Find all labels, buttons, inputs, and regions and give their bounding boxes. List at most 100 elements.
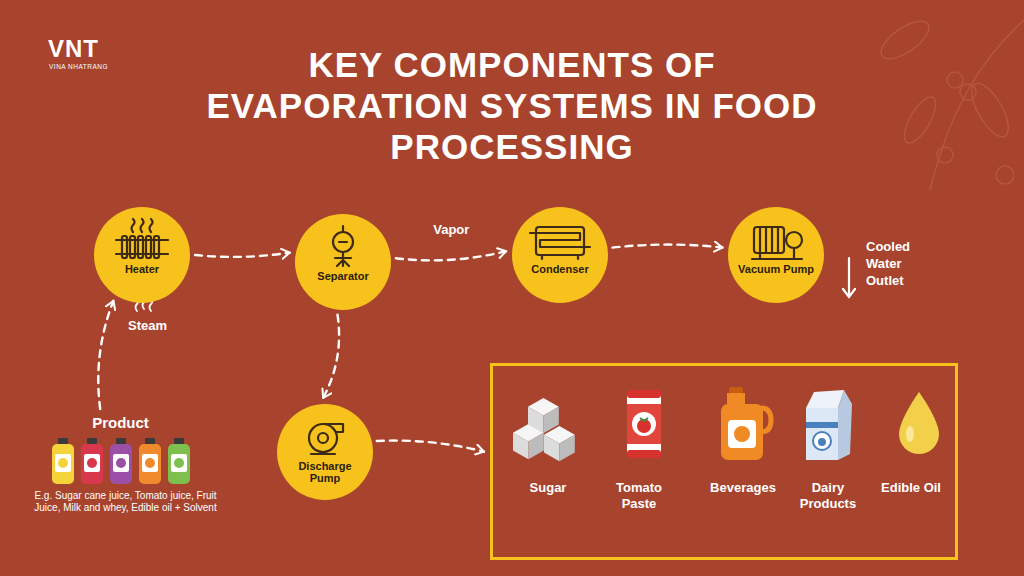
drawing-polygon bbox=[544, 435, 559, 461]
discharge-pump-circle: Discharge Pump bbox=[277, 404, 373, 500]
product-icon bbox=[603, 384, 683, 464]
drawing-rect bbox=[138, 236, 143, 258]
logo-wordmark: VNT bbox=[48, 36, 99, 62]
product-name: Edible Oil bbox=[879, 480, 943, 496]
drawing-circle bbox=[145, 458, 155, 468]
drawing-path bbox=[542, 255, 578, 259]
drawing-rect bbox=[171, 454, 187, 472]
drawing-path bbox=[760, 227, 778, 253]
drawing-rect bbox=[154, 236, 159, 258]
drawing-circle bbox=[637, 419, 651, 433]
drawing-rect bbox=[168, 444, 190, 484]
drawing-circle bbox=[116, 458, 126, 468]
group-description: E.g. Sugar cane juice, Tomato juice, Fru… bbox=[28, 486, 223, 514]
flow-arrow bbox=[613, 245, 723, 248]
product-item: Dairy Products bbox=[787, 384, 869, 512]
drawing-rect bbox=[139, 444, 161, 484]
drawing-circle bbox=[318, 433, 328, 443]
berry bbox=[996, 166, 1014, 184]
outlet-label: Cooled Water Outlet bbox=[866, 238, 926, 289]
circle-shape bbox=[277, 404, 373, 500]
drawing-polygon bbox=[806, 390, 844, 408]
drawing-rect bbox=[116, 438, 126, 444]
drawing-rect bbox=[729, 387, 743, 394]
drawing-path bbox=[323, 424, 343, 432]
drawing-path bbox=[752, 248, 802, 259]
drawing-rect bbox=[58, 438, 68, 444]
separator-circle: Separator bbox=[295, 214, 391, 310]
group-heading: Product bbox=[18, 414, 223, 432]
drawing-circle bbox=[309, 424, 337, 452]
drawing-g bbox=[333, 226, 353, 266]
drawing-rect bbox=[110, 444, 132, 484]
product-name: Tomato Paste bbox=[603, 480, 675, 512]
circle-shape bbox=[94, 207, 190, 303]
drawing-rect bbox=[113, 454, 129, 472]
drawing-rect bbox=[627, 450, 661, 458]
drawing-polygon bbox=[528, 433, 543, 459]
leaf bbox=[875, 14, 935, 66]
product-box: Sugar Tomato Paste BeveragesDairy Products… bbox=[490, 363, 958, 560]
drawing-circle bbox=[333, 232, 353, 252]
drawing-circle bbox=[728, 207, 824, 303]
edge-label: Vapor bbox=[430, 222, 472, 238]
leaf bbox=[898, 92, 941, 147]
drawing-path bbox=[899, 392, 939, 454]
product-item: Tomato Paste bbox=[603, 384, 675, 512]
drawing-circle bbox=[813, 432, 831, 450]
drawing-rect bbox=[52, 444, 74, 484]
outlet-arrow bbox=[843, 258, 855, 297]
flow-arrow bbox=[98, 301, 113, 409]
drawing-rect bbox=[81, 444, 103, 484]
drawing-circle bbox=[512, 207, 608, 303]
title: KEY COMPONENTS OF EVAPORATION SYSTEMS IN… bbox=[202, 44, 822, 167]
flow-arrow bbox=[323, 315, 339, 398]
drawing-path bbox=[335, 226, 351, 266]
drawing-rect bbox=[728, 420, 756, 448]
product-name: Sugar bbox=[506, 480, 590, 496]
drawing-polygon bbox=[513, 433, 528, 459]
berry bbox=[937, 147, 953, 163]
product-name: Beverages bbox=[697, 480, 789, 496]
drawing-g bbox=[309, 424, 343, 454]
drawing-path bbox=[339, 241, 347, 243]
drawing-circle bbox=[87, 458, 97, 468]
coffee-branch bbox=[875, 14, 1024, 190]
product-name: Dairy Products bbox=[787, 480, 869, 512]
drawing-polygon bbox=[528, 407, 543, 433]
berry bbox=[960, 84, 976, 100]
berry bbox=[947, 72, 963, 88]
drawing-rect bbox=[627, 404, 661, 444]
product-item: Beverages bbox=[697, 384, 789, 496]
drawing-rect bbox=[627, 390, 661, 398]
branch-stem bbox=[930, 20, 1024, 190]
logo-subtitle: VINA NHATRANG bbox=[49, 63, 108, 71]
heater-circle: Heater bbox=[94, 207, 190, 303]
drawing-path bbox=[784, 239, 786, 241]
product-icon bbox=[788, 384, 868, 464]
drawing-circle bbox=[786, 232, 802, 248]
flow-arrow bbox=[377, 441, 484, 452]
drawing-ellipse bbox=[906, 426, 914, 442]
drawing-polygon bbox=[543, 407, 558, 433]
drawing-g bbox=[544, 426, 575, 461]
drawing-rect bbox=[806, 408, 838, 460]
drawing-path bbox=[640, 418, 648, 421]
drawing-rect bbox=[122, 236, 127, 258]
component-name: Heater bbox=[94, 263, 190, 275]
drawing-g bbox=[528, 398, 559, 433]
drawing-g bbox=[116, 219, 168, 258]
component-name: Discharge Pump bbox=[277, 460, 373, 484]
product-item: Sugar bbox=[506, 384, 590, 496]
drawing-circle bbox=[277, 404, 373, 500]
bottle-row bbox=[48, 436, 198, 486]
drawing-circle bbox=[58, 458, 68, 468]
drawing-rect bbox=[55, 454, 71, 472]
drawing-circle bbox=[734, 426, 750, 442]
outlet-head bbox=[843, 289, 855, 297]
drawing-rect bbox=[84, 454, 100, 472]
drawing-rect bbox=[130, 236, 135, 258]
flow-arrow bbox=[396, 251, 506, 260]
product-item: Edible Oil bbox=[879, 384, 943, 496]
